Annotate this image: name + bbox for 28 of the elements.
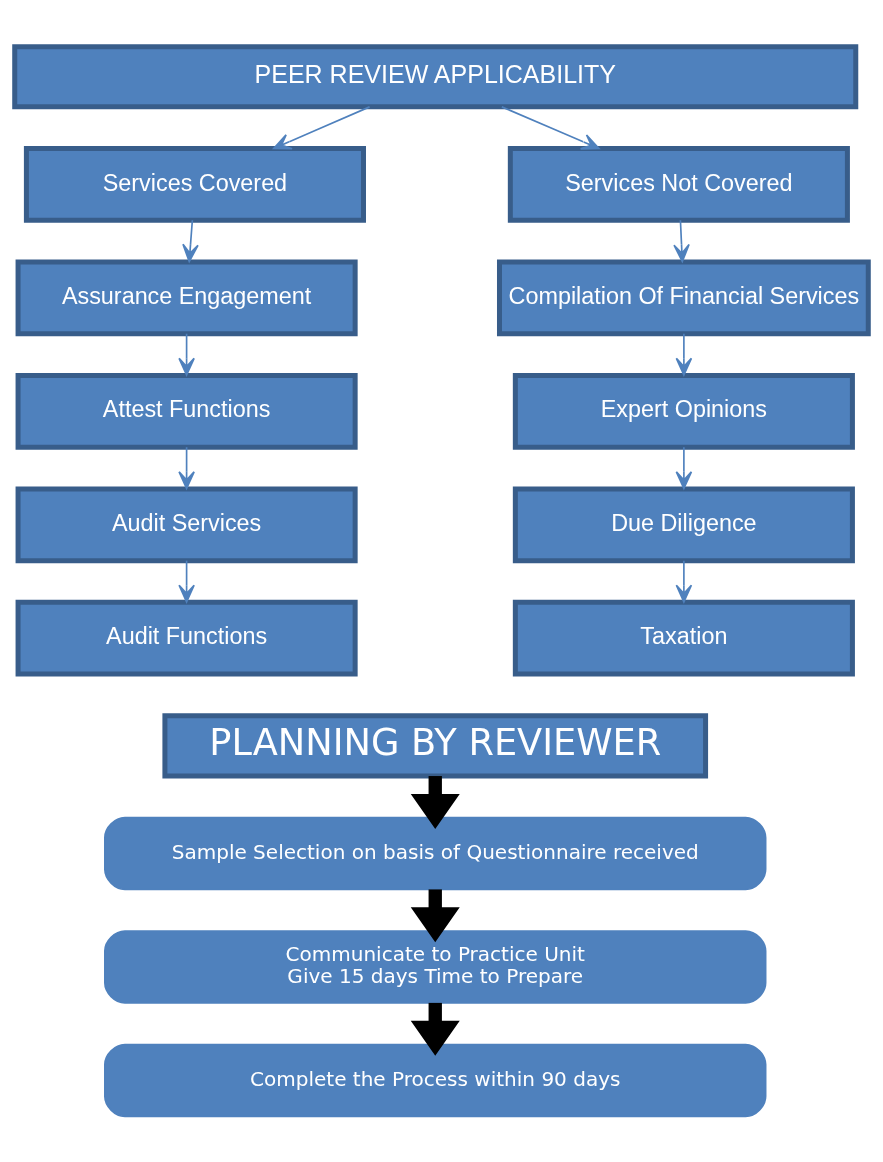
arrow [410, 775, 460, 829]
arrow [178, 559, 195, 603]
node-box: Assurance Engagement [15, 258, 358, 336]
node-box: Audit Functions [15, 599, 358, 677]
node-box: Complete the Process within 90 days [104, 1043, 767, 1117]
node-box: Taxation [512, 599, 855, 677]
arrow [675, 559, 693, 603]
node-box: Due Diligence [512, 485, 855, 563]
node-box: Compilation Of Financial Services [497, 258, 871, 336]
arrow [675, 332, 693, 376]
arrow [178, 445, 195, 489]
arrow [410, 1002, 460, 1056]
node-box: Sample Selection on basis of Questionnaire received [104, 816, 767, 890]
arrow [501, 105, 600, 150]
node-box: Attest Functions [15, 372, 358, 450]
node-box: PEER REVIEW APPLICABILITY [12, 43, 859, 109]
node-box: Services Not Covered [507, 145, 850, 223]
arrow [410, 888, 460, 942]
arrow [673, 218, 690, 262]
node-box: Communicate to Practice Unit Give 15 days Time to Prepare [104, 929, 767, 1004]
arrow [272, 105, 371, 150]
node-box: Expert Opinions [512, 372, 855, 450]
node-box: PLANNING BY REVIEWER [162, 712, 709, 778]
node-box: Services Covered [23, 145, 366, 223]
node-box: Audit Services [15, 485, 358, 563]
arrow [178, 332, 195, 376]
arrow [182, 218, 199, 262]
arrow [675, 445, 693, 489]
